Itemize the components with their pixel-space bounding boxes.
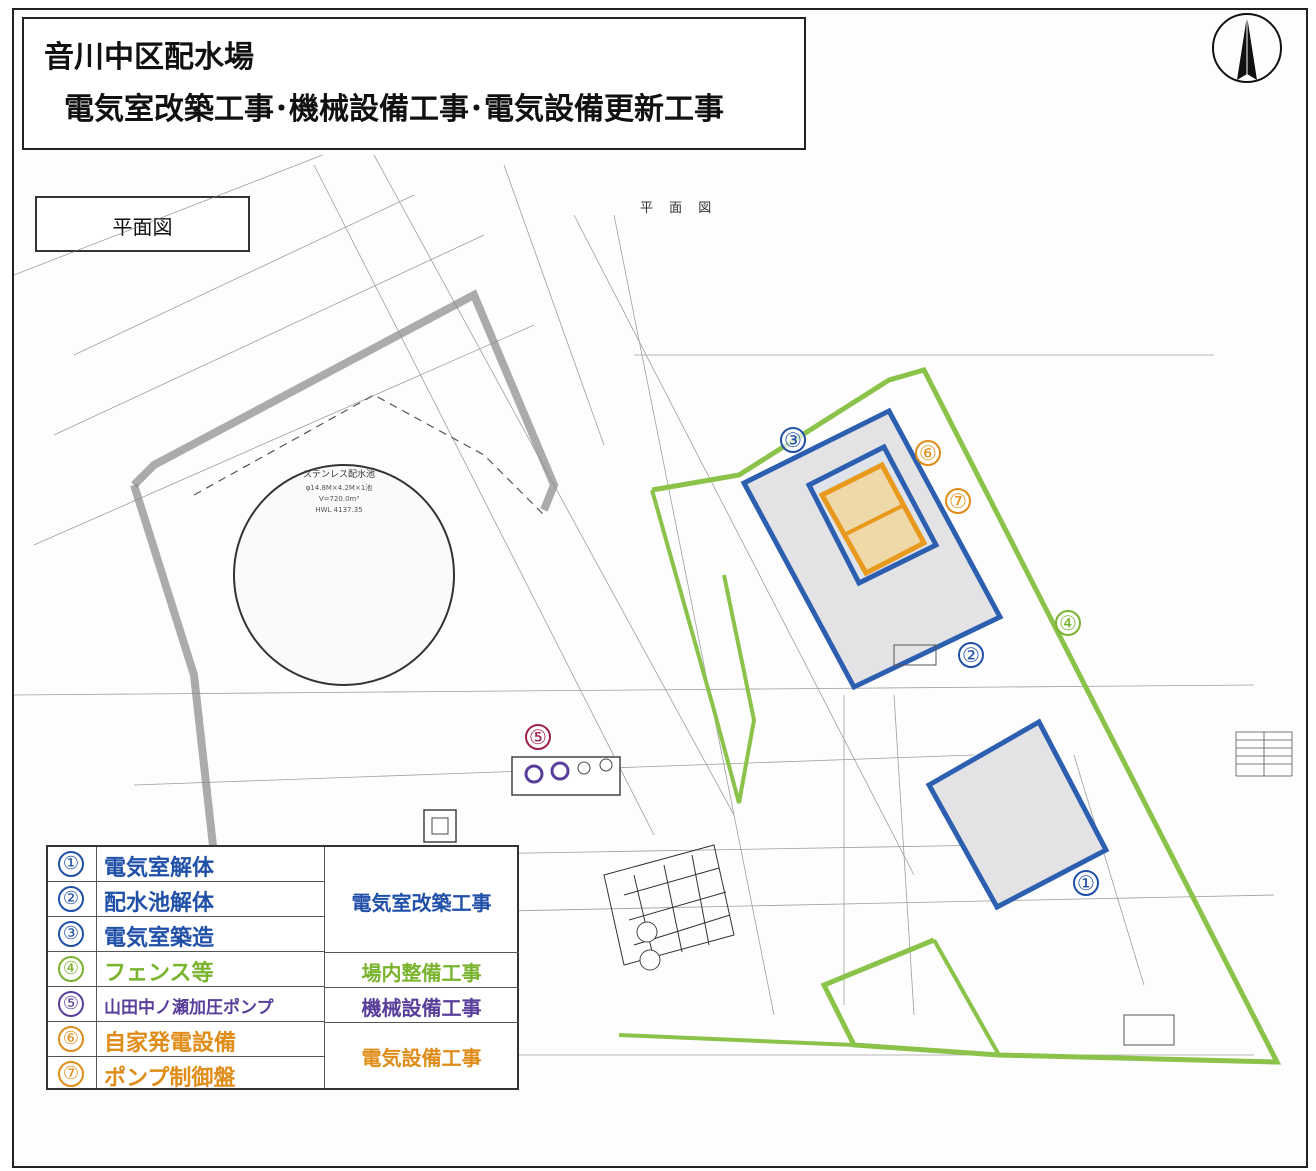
category-denki-kaichiku: 電気室改築工事 xyxy=(351,891,492,915)
legend-row-2: ② 配水池解体 xyxy=(48,882,324,917)
legend-label-7: ポンプ制御盤 xyxy=(104,1066,236,1091)
legend-row-7: ⑦ ポンプ制御盤 xyxy=(48,1057,324,1092)
marker-4: ④ xyxy=(1055,610,1081,636)
drawing-title: 平 面 図 xyxy=(640,201,718,216)
legend-marker-1: ① xyxy=(58,851,84,877)
legend-marker-4: ④ xyxy=(58,956,84,982)
category-separator xyxy=(324,1022,519,1023)
marker-6: ⑥ xyxy=(915,440,941,466)
legend-label-2: 配水池解体 xyxy=(104,891,215,916)
category-jonai-seibi: 場内整備工事 xyxy=(361,961,482,985)
plan-label: 平面図 xyxy=(112,215,173,239)
legend-divider xyxy=(96,847,97,1088)
svg-text:φ14.8M×4.2M×1池: φ14.8M×4.2M×1池 xyxy=(306,483,373,492)
north-arrow-icon xyxy=(1212,13,1282,83)
marker-3: ③ xyxy=(780,427,806,453)
small-data-table xyxy=(1235,731,1293,777)
legend-vline xyxy=(324,847,325,1088)
svg-text:V=720.0m³: V=720.0m³ xyxy=(319,495,360,503)
marker-7: ⑦ xyxy=(945,488,971,514)
svg-text:HWL 4137.35: HWL 4137.35 xyxy=(315,506,362,514)
legend-label-5: 山田中ノ瀬加圧ポンプ xyxy=(104,998,274,1018)
category-separator xyxy=(324,952,519,953)
legend-marker-7: ⑦ xyxy=(58,1061,84,1087)
title-box xyxy=(22,17,806,150)
category-kikai-setsubi: 機械設備工事 xyxy=(361,996,482,1020)
legend-row-5: ⑤ 山田中ノ瀬加圧ポンプ xyxy=(48,987,324,1022)
legend-label-3: 電気室築造 xyxy=(104,926,215,951)
project-subtitle: 電気室改築工事･機械設備工事･電気設備更新工事 xyxy=(64,92,724,127)
legend-label-1: 電気室解体 xyxy=(104,856,215,881)
legend-row-1: ① 電気室解体 xyxy=(48,847,324,882)
legend-marker-5: ⑤ xyxy=(58,991,84,1017)
legend-marker-6: ⑥ xyxy=(58,1026,84,1052)
marker-1: ① xyxy=(1073,870,1099,896)
plan-label-box: 平面図 xyxy=(35,196,250,252)
tank-label: ステンレス配水池 xyxy=(303,468,375,480)
legend-label-4: フェンス等 xyxy=(104,961,214,986)
legend-marker-3: ③ xyxy=(58,921,84,947)
legend-row-4: ④ フェンス等 xyxy=(48,952,324,987)
category-denki-setsubi: 電気設備工事 xyxy=(361,1046,482,1070)
legend-row-3: ③ 電気室築造 xyxy=(48,917,324,952)
legend-table: ① 電気室解体 ② 配水池解体 ③ 電気室築造 ④ フェンス等 ⑤ 山田中ノ瀬加… xyxy=(46,845,519,1092)
legend-row-6: ⑥ 自家発電設備 xyxy=(48,1022,324,1057)
category-separator xyxy=(324,987,519,988)
project-title: 音川中区配水場 xyxy=(44,40,254,75)
legend-marker-2: ② xyxy=(58,886,84,912)
marker-2: ② xyxy=(958,642,984,668)
legend-label-6: 自家発電設備 xyxy=(104,1031,237,1056)
marker-5: ⑤ xyxy=(525,724,551,750)
